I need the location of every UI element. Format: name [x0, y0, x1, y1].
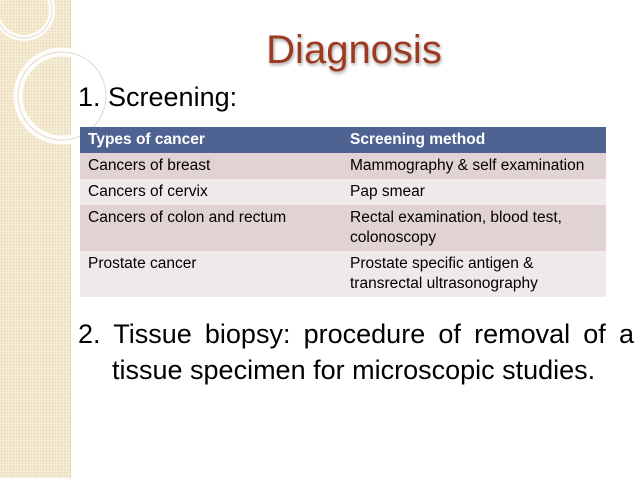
table-cell: Rectal examination, blood test, colonosc…	[342, 205, 606, 251]
table-cell: Pap smear	[342, 179, 606, 205]
slide-title: Diagnosis	[266, 28, 442, 72]
table-row: Cancers of breast Mammography & self exa…	[80, 153, 606, 179]
decorative-side-strip	[0, 0, 71, 478]
table-cell: Prostate specific antigen & transrectal …	[342, 251, 606, 297]
table-cell: Cancers of colon and rectum	[80, 205, 342, 251]
table-cell: Prostate cancer	[80, 251, 342, 297]
table-cell: Cancers of breast	[80, 153, 342, 179]
table-header-row: Types of cancer Screening method	[80, 127, 606, 153]
table-row: Cancers of colon and rectum Rectal exami…	[80, 205, 606, 251]
biopsy-paragraph: 2. Tissue biopsy: procedure of removal o…	[78, 319, 634, 385]
column-header: Types of cancer	[80, 127, 342, 153]
decorative-circles-icon	[0, 0, 111, 145]
table-cell: Mammography & self examination	[342, 153, 606, 179]
table-row: Prostate cancer Prostate specific antige…	[80, 251, 606, 297]
table-row: Cancers of cervix Pap smear	[80, 179, 606, 205]
screening-heading: 1. Screening:	[78, 82, 238, 112]
table-cell: Cancers of cervix	[80, 179, 342, 205]
screening-table: Types of cancer Screening method Cancers…	[80, 127, 606, 297]
column-header: Screening method	[342, 127, 606, 153]
